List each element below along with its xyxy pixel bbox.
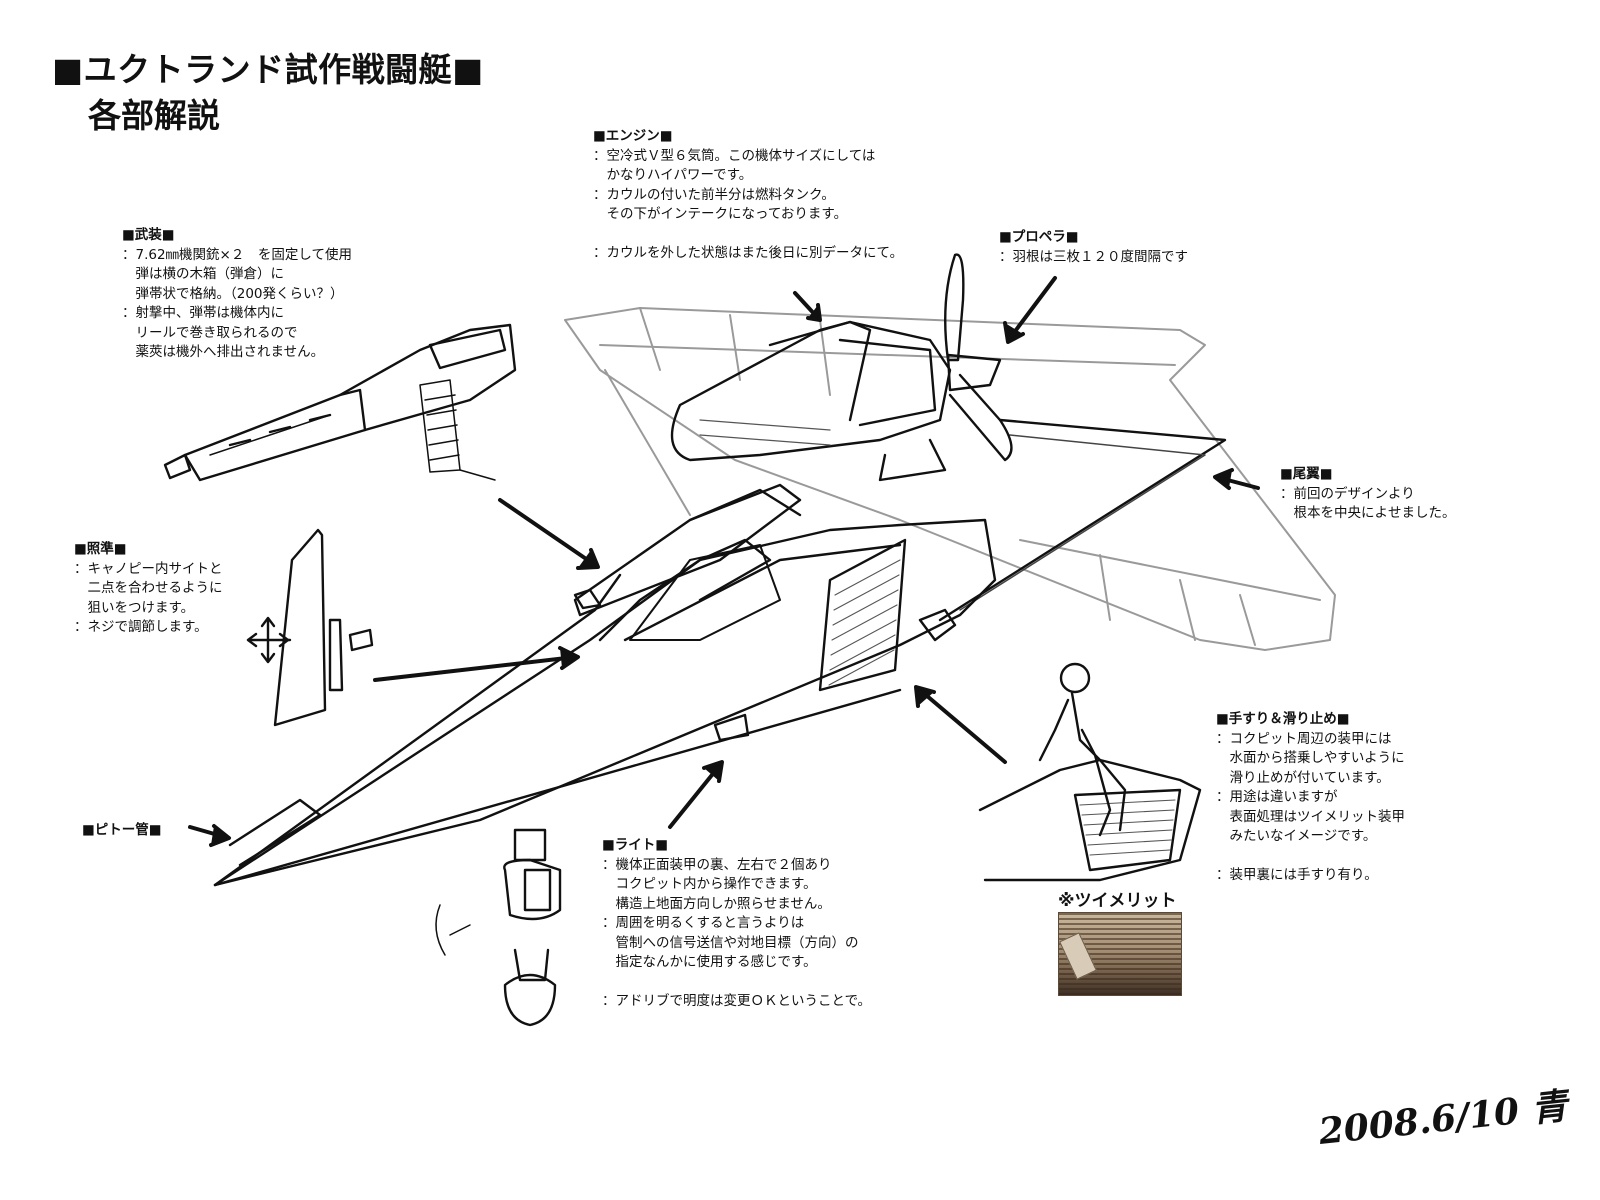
pitot-tube-label: ■ピトー管■	[82, 822, 162, 838]
tail-fin	[938, 418, 1227, 622]
engine-line: その下がインテークになっております。	[593, 206, 848, 222]
handrail-heading: ■手すり＆滑り止め■	[1216, 711, 1350, 727]
propeller-line: ：羽根は三枚１２０度間隔です	[999, 248, 1188, 265]
engine-line: ：カウルを外した状態はまた後日に別データにて。	[593, 245, 904, 261]
light-line: ：周囲を明るくすると言うよりは	[602, 915, 805, 931]
sight-line: 二点を合わせるように	[74, 580, 223, 596]
sight-line: ：キャノピー内サイトと	[74, 560, 223, 577]
page-title: ■ユクトランド試作戦闘艇■	[52, 50, 484, 89]
light-detail	[435, 828, 562, 1027]
armament-line: ：7.62㎜機関銃×２ を固定して使用	[122, 246, 352, 263]
callout-arrows	[188, 276, 1260, 847]
handrail-line	[1216, 847, 1405, 867]
armament-line: 弾は横の木箱（弾倉）に	[122, 266, 284, 282]
light-line: ：アドリブで明度は変更ＯＫということで。	[602, 993, 872, 1009]
light-note: ■ライト■ ：機体正面装甲の裏、左右で２個あり コクピット内から操作できます。 …	[602, 836, 871, 1012]
tail-line: ：前回のデザインより	[1280, 485, 1415, 502]
propeller	[944, 253, 1013, 462]
sight-line: ：ネジで調節します。	[74, 619, 208, 635]
light-line: 管制への信号送信や対地目標（方向）の	[602, 934, 859, 951]
gunsight-detail	[246, 528, 374, 727]
handrail-line: ：コクピット周辺の装甲には	[1216, 730, 1392, 747]
engine-line	[593, 225, 903, 245]
handrail-line: 滑り止めが付いています。	[1216, 769, 1390, 786]
sight-line: 狙いをつけます。	[74, 599, 195, 616]
engine-line: ：カウルの付いた前半分は燃料タンク。	[593, 186, 835, 203]
engine-line: ：空冷式Ｖ型６気筒。この機体サイズにしては	[593, 147, 876, 164]
engine-nacelle	[670, 320, 952, 482]
armament-heading: ■武装■	[122, 227, 175, 243]
fuselage-gun	[573, 483, 802, 617]
handrail-line: 表面処理はツイメリット装甲	[1216, 808, 1405, 825]
armament-line: リールで巻き取られるので	[122, 324, 298, 341]
zimmerit-photo-fold	[1059, 932, 1097, 980]
propeller-note: ■プロペラ■ ：羽根は三枚１２０度間隔です	[999, 228, 1188, 267]
light-line: ：機体正面装甲の裏、左右で２個あり	[602, 856, 832, 873]
handrail-line: ：装甲裏には手すり有り。	[1216, 867, 1378, 883]
light-line: 指定なんかに使用する感じです。	[602, 954, 817, 970]
armament-line: 薬莢は機外へ排出されません。	[122, 344, 325, 360]
light-line: コクピット内から操作できます。	[602, 876, 817, 892]
propeller-heading: ■プロペラ■	[999, 229, 1079, 245]
light-line: 構造上地面方向しか照らせません。	[602, 895, 831, 912]
engine-line: かなりハイパワーです。	[593, 167, 753, 183]
tail-heading: ■尾翼■	[1280, 466, 1333, 482]
light-heading: ■ライト■	[602, 837, 669, 853]
armament-note: ■武装■ ：7.62㎜機関銃×２ を固定して使用 弾は横の木箱（弾倉）に 弾帯状…	[122, 226, 352, 363]
zimmerit-photo	[1058, 912, 1182, 996]
handrail-line: ：用途は違いますが	[1216, 789, 1338, 805]
armament-line: 弾帯状で格納。（200発くらい？）	[122, 285, 344, 302]
handrail-note: ■手すり＆滑り止め■ ：コクピット周辺の装甲には 水面から搭乗しやすいように 滑…	[1216, 710, 1405, 886]
machine-gun-detail	[163, 323, 517, 482]
handrail-line: 水面から搭乗しやすいように	[1216, 750, 1405, 766]
tail-note: ■尾翼■ ：前回のデザインより 根本を中央によせました。	[1280, 465, 1456, 524]
light-line	[602, 973, 871, 993]
armament-line: ：射撃中、弾帯は機体内に	[122, 305, 284, 321]
page-subtitle: 各部解説	[88, 96, 220, 135]
boarding-figure-detail	[978, 662, 1202, 882]
fuselage	[213, 518, 997, 887]
main-wing	[564, 307, 1336, 651]
tail-line: 根本を中央によせました。	[1280, 505, 1456, 521]
engine-heading: ■エンジン■	[593, 128, 673, 144]
engine-note: ■エンジン■ ：空冷式Ｖ型６気筒。この機体サイズにしては かなりハイパワーです。…	[593, 127, 903, 264]
zimmerit-label: ※ツイメリット	[1058, 891, 1177, 911]
sight-heading: ■照準■	[74, 541, 127, 557]
handrail-line: みたいなイメージです。	[1216, 828, 1377, 844]
sight-note: ■照準■ ：キャノピー内サイトと 二点を合わせるように 狙いをつけます。 ：ネジ…	[74, 540, 223, 638]
